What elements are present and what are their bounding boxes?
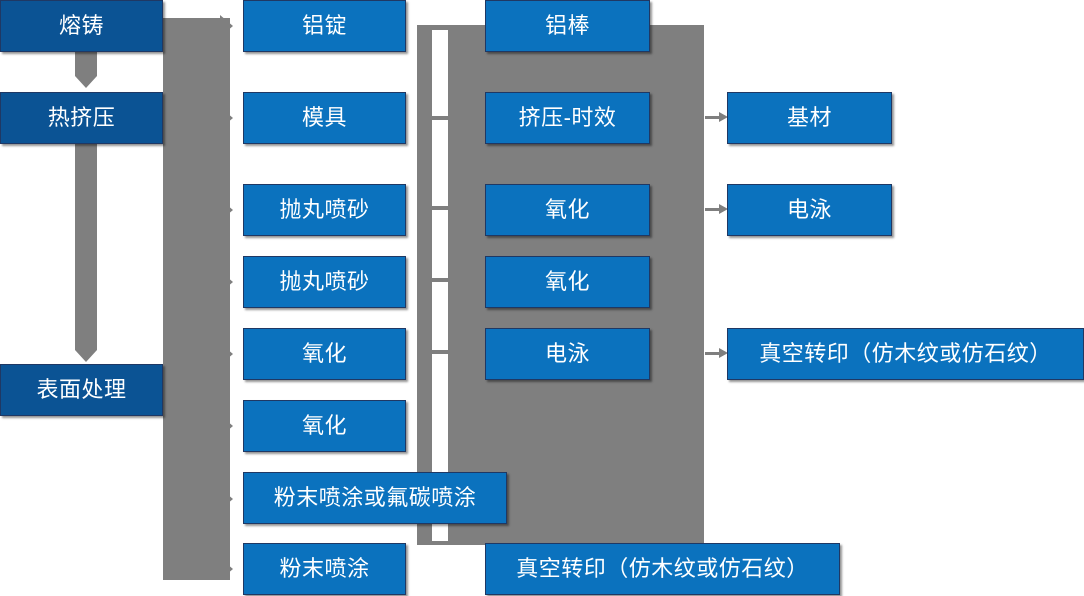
connector-arrow-to-aluminum-ingot (220, 15, 233, 37)
process-label-aluminum-ingot: 铝锭 (301, 13, 347, 38)
output-label-electrophoresis: 电泳 (786, 197, 832, 222)
connector-arrow-to-shot-blasting-2 (220, 271, 233, 293)
connector-arrow-to-oxidation-1 (220, 343, 233, 365)
stage-box-casting[interactable]: 熔铸 (0, 0, 163, 52)
connector-bracket-tick-5 (432, 350, 448, 354)
output-label-substrate: 基材 (786, 105, 832, 130)
process-box-electrophoresis-1[interactable]: 电泳 (485, 328, 650, 380)
connector-bracket-left-bar (417, 25, 432, 545)
stage-box-surface-treatment[interactable]: 表面处理 (0, 364, 163, 416)
process-box-oxidation-2[interactable]: 氧化 (243, 400, 406, 452)
process-box-oxidation-3[interactable]: 氧化 (485, 184, 650, 236)
connector-arrow-to-oxidation-2 (220, 415, 233, 437)
process-label-shot-blasting-1: 抛丸喷砂 (279, 197, 370, 222)
connector-arrow-to-hot-extrusion (75, 76, 97, 88)
stage-box-hot-extrusion[interactable]: 热挤压 (0, 92, 163, 144)
connector-arrow-to-shot-blasting-1 (220, 199, 233, 221)
process-box-aluminum-ingot[interactable]: 铝锭 (243, 0, 406, 52)
connector-arrow-to-powder-or-fluorocarbon (220, 488, 233, 510)
process-box-shot-blasting-2[interactable]: 抛丸喷砂 (243, 256, 406, 308)
process-box-vacuum-transfer-1[interactable]: 真空转印（仿木纹或仿石纹） (485, 543, 840, 595)
process-label-mould: 模具 (301, 105, 347, 130)
connector-bracket-bottom-tick (432, 541, 448, 545)
connector-bracket-top-tick (417, 25, 448, 30)
stage-label-hot-extrusion: 热挤压 (47, 105, 116, 130)
process-box-mould[interactable]: 模具 (243, 92, 406, 144)
connector-bracket-tick-2 (432, 116, 448, 120)
process-label-aluminum-bar: 铝棒 (544, 13, 590, 38)
connector-surface-treatment-tap (163, 388, 188, 391)
connector-bracket-tick-3 (432, 206, 448, 210)
process-box-oxidation-1[interactable]: 氧化 (243, 328, 406, 380)
connector-arrow-to-surface-treatment (75, 350, 97, 362)
process-label-oxidation-4: 氧化 (544, 269, 590, 294)
process-box-powder-coating[interactable]: 粉末喷涂 (243, 543, 406, 595)
process-box-aluminum-bar[interactable]: 铝棒 (485, 0, 650, 52)
connector-bracket-tick-4 (432, 278, 448, 282)
connector-main-bus-lower (178, 340, 230, 580)
process-label-oxidation-1: 氧化 (301, 341, 347, 366)
process-label-oxidation-2: 氧化 (301, 413, 347, 438)
process-label-extrusion-aging: 挤压-时效 (518, 105, 617, 130)
connector-arrow-to-mould (220, 107, 233, 129)
connector-arrow-to-vacuum-transfer (705, 348, 728, 358)
process-label-vacuum-transfer-1: 真空转印（仿木纹或仿石纹） (516, 556, 809, 581)
process-label-oxidation-3: 氧化 (544, 197, 590, 222)
process-box-extrusion-aging[interactable]: 挤压-时效 (485, 92, 650, 144)
connector-arrow-to-substrate (705, 112, 728, 122)
process-label-electrophoresis-1: 电泳 (544, 341, 590, 366)
output-box-vacuum-transfer[interactable]: 真空转印（仿木纹或仿石纹） (727, 328, 1084, 380)
process-box-powder-or-fluorocarbon-spray[interactable]: 粉末喷涂或氟碳喷涂 (243, 472, 507, 524)
process-box-shot-blasting-1[interactable]: 抛丸喷砂 (243, 184, 406, 236)
process-label-powder-coating: 粉末喷涂 (279, 556, 370, 581)
process-box-oxidation-4[interactable]: 氧化 (485, 256, 650, 308)
connector-arrow-to-electrophoresis (705, 204, 728, 214)
output-box-substrate[interactable]: 基材 (727, 92, 892, 144)
stage-label-surface-treatment: 表面处理 (36, 377, 127, 402)
connector-stage-spine-lower (75, 122, 97, 350)
connector-arrow-to-powder-coating (220, 558, 233, 580)
output-box-electrophoresis[interactable]: 电泳 (727, 184, 892, 236)
process-label-shot-blasting-2: 抛丸喷砂 (279, 269, 370, 294)
output-label-vacuum-transfer: 真空转印（仿木纹或仿石纹） (759, 341, 1052, 366)
process-label-powder-or-fluorocarbon-spray: 粉末喷涂或氟碳喷涂 (273, 485, 477, 510)
stage-label-casting: 熔铸 (58, 13, 104, 38)
